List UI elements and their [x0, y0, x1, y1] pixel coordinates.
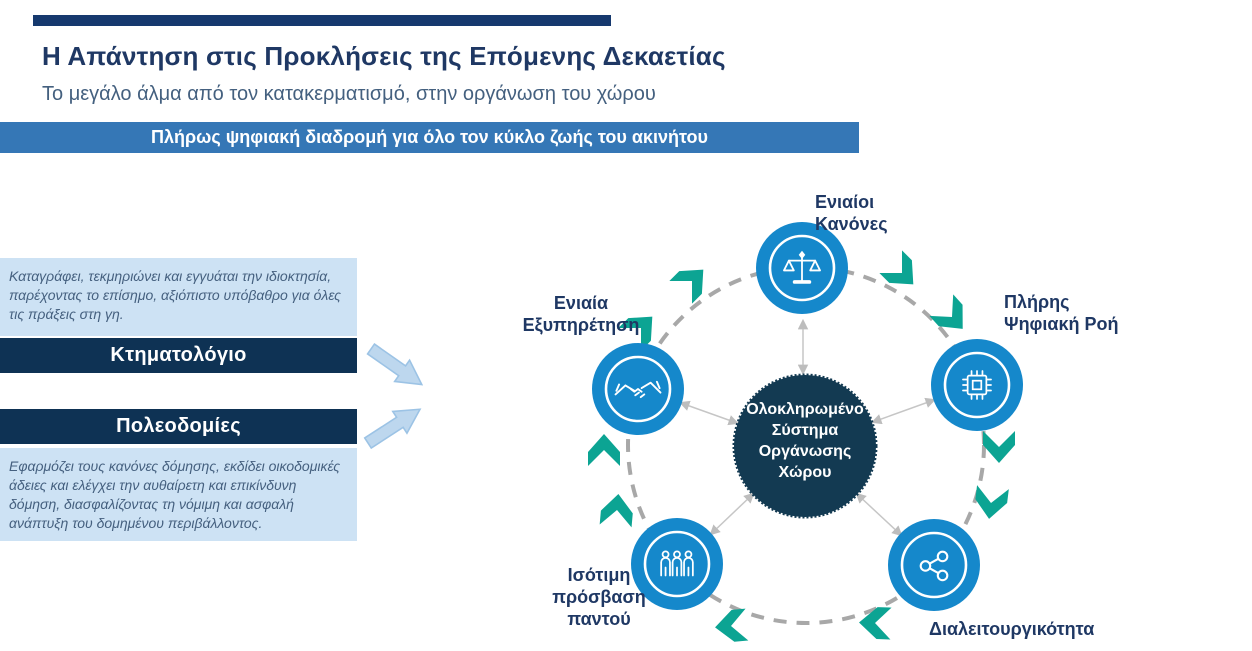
planning-header: Πολεοδομίες	[0, 409, 357, 444]
top-accent-bar	[33, 15, 611, 26]
connector-arrow	[679, 400, 739, 426]
chevron-arrow-s-icon	[983, 431, 1015, 463]
label-full-digital-flow: Πλήρης Ψηφιακή Ροή	[1004, 292, 1119, 334]
flow-chevrons	[588, 250, 1015, 642]
node-circle-rules	[756, 222, 848, 314]
chevron-arrow-s-icon	[975, 485, 1009, 519]
page-title: Η Απάντηση στις Προκλήσεις της Επόμενης …	[42, 41, 726, 71]
block-arrow-planning	[363, 408, 422, 450]
center-hub-circle	[732, 373, 878, 519]
cadastre-header: Κτηματολόγιο	[0, 338, 357, 373]
connector-arrow	[871, 397, 936, 425]
node-circle-digital-flow	[931, 339, 1023, 431]
chevron-arrow-ne-icon	[618, 316, 653, 351]
label-unified-rules: Ενιαίοι Κανόνες	[815, 192, 888, 234]
cadastre-description: Καταγράφει, τεκμηριώνει και εγγυάται την…	[0, 258, 357, 336]
chip-icon	[962, 370, 992, 400]
hub-connectors	[679, 318, 936, 537]
chevron-arrow-se-icon	[929, 294, 963, 329]
people-icon	[660, 550, 694, 577]
label-interoperability: Διαλειτουργικότητα	[929, 619, 1095, 639]
label-single-service: Ενιαία Εξυπηρέτηση	[522, 293, 640, 335]
center-hub-label: Ολοκληρωμένο Σύστημα Οργάνωσης Χώρου	[746, 401, 864, 482]
node-circle-single-service	[592, 343, 684, 435]
share-icon	[919, 550, 949, 582]
chevron-arrow-n-icon	[599, 494, 633, 528]
connector-arrow	[709, 492, 755, 536]
chevron-arrow-n-icon	[588, 434, 620, 466]
banner-text: Πλήρως ψηφιακή διαδρομή για όλο τον κύκλ…	[151, 127, 708, 147]
label-equal-access: Ισότιμη πρόσβαση παντού	[552, 565, 646, 629]
chevron-arrow-se-icon	[879, 250, 914, 285]
chevron-arrow-w-icon	[715, 608, 749, 642]
node-circle-equal-access	[631, 518, 723, 610]
chevron-arrow-w-icon	[859, 607, 892, 640]
page-subtitle: Το μεγάλο άλμα από τον κατακερματισμό, σ…	[42, 83, 656, 105]
block-arrow-cadastre	[366, 342, 424, 386]
handshake-icon	[614, 380, 662, 399]
connector-arrow	[855, 492, 903, 537]
planning-description: Εφαρμόζει τους κανόνες δόμησης, εκδίδει …	[0, 448, 357, 541]
scales-icon	[783, 250, 821, 284]
banner: Πλήρως ψηφιακή διαδρομή για όλο τον κύκλ…	[0, 122, 859, 153]
chevron-arrow-ne-icon	[669, 269, 704, 304]
node-circle-interoperability	[888, 519, 980, 611]
